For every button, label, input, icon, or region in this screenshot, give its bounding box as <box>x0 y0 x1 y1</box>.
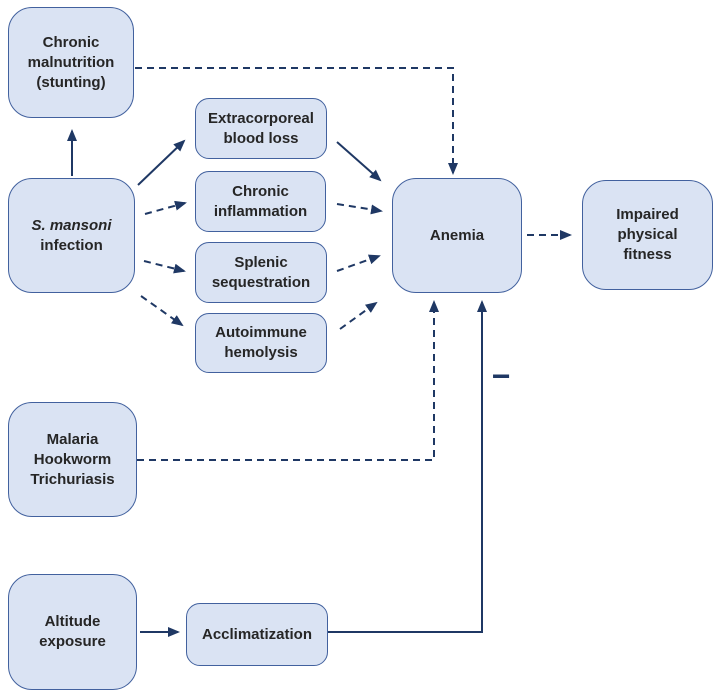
node-label-line: Acclimatization <box>201 625 313 643</box>
node-label-line: Chronic <box>42 33 100 51</box>
edge-chronic-inflammation-to-anemia <box>336 203 383 215</box>
node-autoimmune-hemolysis: Autoimmune hemolysis <box>195 313 327 373</box>
negative-effect-sign: − <box>491 358 511 394</box>
edge-s-mansoni-to-autoimmune-hemolysis <box>140 295 184 327</box>
edge-splenic-sequestration-to-anemia <box>336 254 381 272</box>
edge-extracorporeal-blood-loss-to-anemia <box>336 141 382 182</box>
node-malaria-hookworm-trichuriasis: Malaria Hookworm Trichuriasis <box>8 402 137 517</box>
node-label-line: S. mansoni <box>31 216 112 234</box>
node-label-line: Impaired <box>616 206 679 223</box>
edge-s-mansoni-to-extracorporeal-blood-loss <box>137 139 186 186</box>
node-label-line: Chronic <box>232 182 289 200</box>
edge-autoimmune-hemolysis-to-anemia <box>339 301 378 330</box>
edge-s-mansoni-to-chronic-inflammation <box>144 200 187 215</box>
edge-s-mansoni-to-splenic-sequestration <box>143 260 186 274</box>
node-label-line: Hookworm <box>33 450 112 468</box>
node-label-line: physical <box>617 226 678 243</box>
node-label-line: Anemia <box>429 226 485 244</box>
node-label-line: exposure <box>39 633 106 650</box>
edge-acclimatization-to-anemia <box>328 300 487 633</box>
node-anemia: Anemia <box>392 178 522 293</box>
node-label-line: Extracorporeal <box>208 109 314 127</box>
node-label-line: blood loss <box>223 129 299 147</box>
node-label-line: Autoimmune <box>215 324 307 341</box>
node-altitude-exposure: Altitude exposure <box>8 574 137 690</box>
node-chronic-malnutrition: Chronic malnutrition (stunting) <box>8 7 134 118</box>
node-label-line: malnutrition <box>27 53 115 71</box>
node-impaired-physical-fitness: Impaired physical fitness <box>582 180 713 290</box>
edge-chronic-malnutrition-to-anemia <box>135 67 458 175</box>
edge-malaria-hookworm-trichuriasis-to-anemia <box>137 300 439 461</box>
node-chronic-inflammation: Chronic inflammation <box>195 171 326 232</box>
node-label-line: Splenic <box>234 253 288 271</box>
node-splenic-sequestration: Splenic sequestration <box>195 242 327 303</box>
node-label-line: (stunting) <box>36 73 106 91</box>
node-label-line: Altitude <box>44 613 101 630</box>
node-s-mansoni-infection: S. mansoni infection <box>8 178 135 293</box>
node-acclimatization: Acclimatization <box>186 603 328 666</box>
node-label-line: fitness <box>623 246 672 263</box>
node-label-line: Trichuriasis <box>30 470 115 488</box>
node-label-line: hemolysis <box>224 344 298 361</box>
node-label-line: sequestration <box>211 273 311 291</box>
node-label-line: Malaria <box>46 430 99 448</box>
node-label-line: inflammation <box>213 202 308 220</box>
node-label-line: infection <box>40 236 103 254</box>
node-extracorporeal-blood-loss: Extracorporeal blood loss <box>195 98 327 159</box>
